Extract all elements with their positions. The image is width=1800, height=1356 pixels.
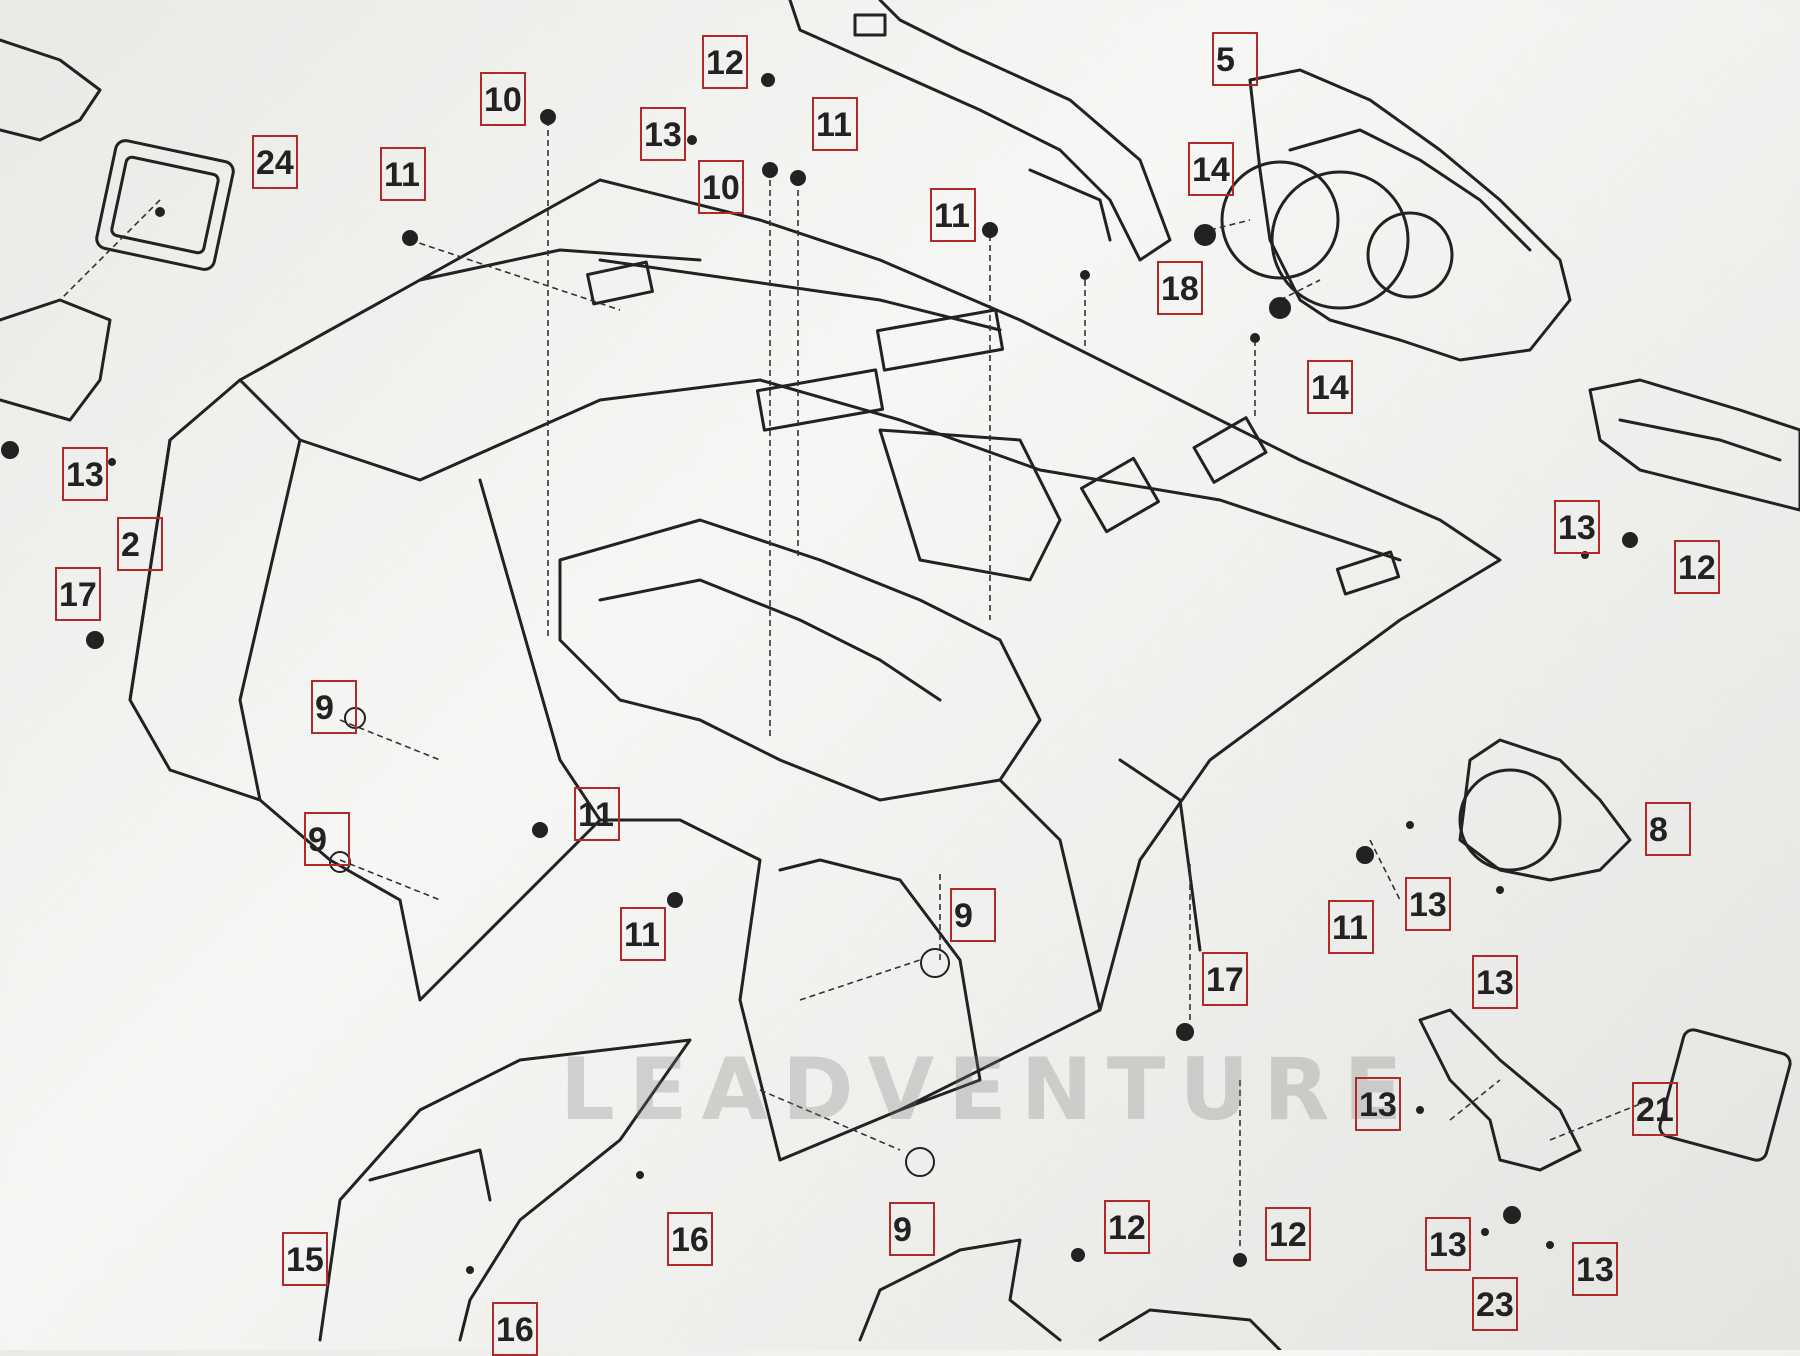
callout-part-13[interactable]: 13 (1554, 500, 1600, 554)
callout-part-13[interactable]: 13 (640, 107, 686, 161)
callout-part-5[interactable]: 5 (1212, 32, 1258, 86)
callout-part-9[interactable]: 9 (889, 1202, 935, 1256)
callout-part-18[interactable]: 18 (1157, 261, 1203, 315)
callout-part-11[interactable]: 11 (574, 787, 620, 841)
watermark-text: LEADVENTURE (560, 1040, 1417, 1140)
callout-part-10[interactable]: 10 (698, 160, 744, 214)
callout-part-8[interactable]: 8 (1645, 802, 1691, 856)
splash-guard (858, 1238, 1062, 1342)
callout-part-13[interactable]: 13 (62, 447, 108, 501)
callout-part-2[interactable]: 2 (117, 517, 163, 571)
callout-part-13[interactable]: 13 (1572, 1242, 1618, 1296)
callout-part-14[interactable]: 14 (1307, 360, 1353, 414)
callout-part-12[interactable]: 12 (1265, 1207, 1311, 1261)
callout-part-13[interactable]: 13 (1405, 877, 1451, 931)
callout-part-9[interactable]: 9 (304, 812, 350, 866)
callout-part-9[interactable]: 9 (311, 680, 357, 734)
callout-part-21[interactable]: 21 (1632, 1082, 1678, 1136)
callout-part-12[interactable]: 12 (702, 35, 748, 89)
callout-part-16[interactable]: 16 (492, 1302, 538, 1356)
reflector-left (95, 139, 235, 271)
callout-part-13[interactable]: 13 (1425, 1217, 1471, 1271)
callout-part-11[interactable]: 11 (930, 188, 976, 242)
callout-part-14[interactable]: 14 (1188, 142, 1234, 196)
callout-part-12[interactable]: 12 (1104, 1200, 1150, 1254)
callout-part-24[interactable]: 24 (252, 135, 298, 189)
light-assembly (1248, 68, 1572, 362)
callout-part-15[interactable]: 15 (282, 1232, 328, 1286)
callout-part-11[interactable]: 11 (812, 97, 858, 151)
callout-part-13[interactable]: 13 (1355, 1077, 1401, 1131)
grab-bar (788, 0, 1172, 262)
callout-part-17[interactable]: 17 (1202, 952, 1248, 1006)
callout-part-23[interactable]: 23 (1472, 1277, 1518, 1331)
callout-part-17[interactable]: 17 (55, 567, 101, 621)
rear-fender (128, 178, 1502, 1162)
callout-part-11[interactable]: 11 (1328, 900, 1374, 954)
callout-part-11[interactable]: 11 (620, 907, 666, 961)
callout-part-16[interactable]: 16 (667, 1212, 713, 1266)
callout-part-11[interactable]: 11 (380, 147, 426, 201)
tail-lamp (1458, 738, 1632, 882)
callout-part-9[interactable]: 9 (950, 888, 996, 942)
callout-part-12[interactable]: 12 (1674, 540, 1720, 594)
lower-shroud (318, 1038, 692, 1342)
callout-part-10[interactable]: 10 (480, 72, 526, 126)
reflector-right (1658, 1028, 1792, 1162)
callout-part-13[interactable]: 13 (1472, 955, 1518, 1009)
